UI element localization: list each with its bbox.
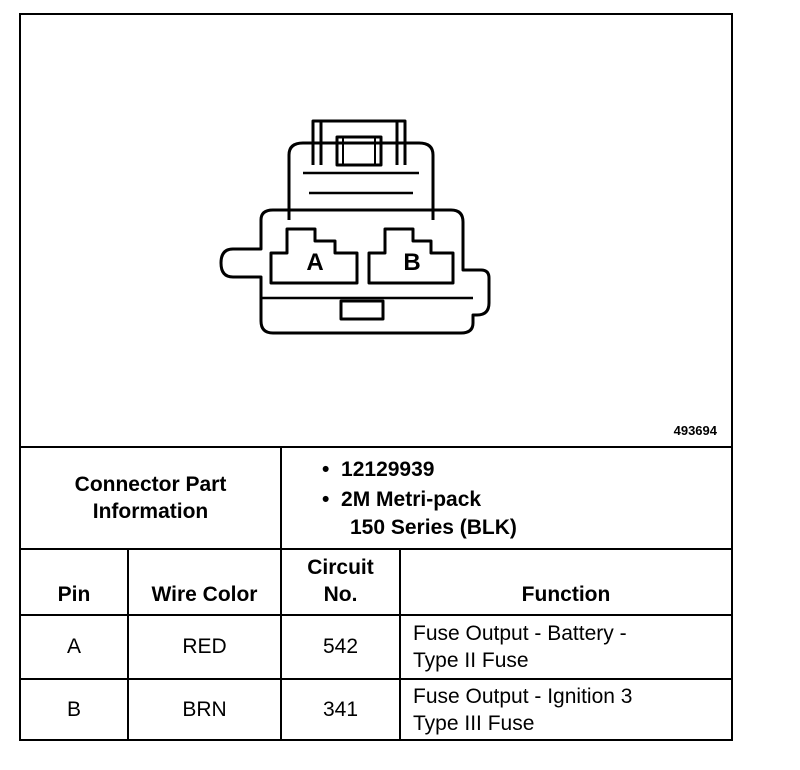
- row-wire-color: RED: [127, 614, 282, 680]
- table-row: A RED 542 Fuse Output - Battery - Type I…: [21, 614, 731, 680]
- row-pin: B: [21, 678, 129, 740]
- row-pin: A: [21, 614, 129, 680]
- pin-b-label: B: [403, 249, 420, 276]
- connector-part-info-row: Connector Part Information • 12129939 • …: [21, 446, 731, 550]
- column-header-row: Pin Wire Color Circuit No. Function: [21, 548, 731, 616]
- connector-part-info-values: • 12129939 • 2M Metri-pack 150 Series (B…: [280, 446, 731, 550]
- connector-illustration-area: A B 493694: [21, 15, 731, 446]
- row-function: Fuse Output - Ignition 3 Type III Fuse: [399, 678, 731, 740]
- row-function-line2: Type II Fuse: [413, 649, 529, 672]
- connector-part-info-label-line1: Connector Part: [74, 473, 227, 496]
- part-number-item: • 12129939: [322, 455, 731, 485]
- cavity-a: [269, 227, 359, 285]
- bullet-icon: •: [322, 458, 330, 481]
- part-number: 12129939: [341, 458, 435, 481]
- header-pin: Pin: [21, 548, 129, 616]
- header-function: Function: [399, 548, 731, 616]
- connector-series: 150 Series (BLK): [350, 516, 517, 539]
- pin-a-label: A: [306, 249, 323, 276]
- connector-body: [219, 208, 491, 335]
- row-circuit: 341: [280, 678, 401, 740]
- row-function-line2: Type III Fuse: [413, 712, 535, 735]
- bullet-icon: •: [322, 488, 330, 511]
- table-row: B BRN 341 Fuse Output - Ignition 3 Type …: [21, 678, 731, 740]
- figure-id: 493694: [673, 423, 717, 438]
- row-function-line1: Fuse Output - Ignition 3: [413, 685, 633, 708]
- latch-housing: [287, 141, 435, 220]
- row-function: Fuse Output - Battery - Type II Fuse: [399, 614, 731, 680]
- row-function-line1: Fuse Output - Battery -: [413, 622, 627, 645]
- connector-family: 2M Metri-pack: [341, 488, 482, 511]
- connector-diagram-frame: A B 493694 Connector Part Information • …: [19, 13, 733, 741]
- connector-illustration: A B: [219, 119, 491, 335]
- latch-tab: [311, 119, 407, 165]
- connector-part-info-label-line2: Information: [92, 500, 209, 523]
- connector-series-item: • 2M Metri-pack: [322, 485, 731, 515]
- row-wire-color: BRN: [127, 678, 282, 740]
- row-circuit: 542: [280, 614, 401, 680]
- latch-window: [335, 135, 383, 167]
- cavity-b: [367, 227, 455, 285]
- connector-part-info-label: Connector Part Information: [21, 446, 282, 550]
- bottom-release-slot: [339, 299, 385, 321]
- connector-pinout-table: Connector Part Information • 12129939 • …: [21, 446, 731, 740]
- header-circuit-no: Circuit No.: [280, 548, 401, 616]
- header-wire-color: Wire Color: [127, 548, 282, 616]
- header-circuit-line1: Circuit: [307, 556, 374, 579]
- header-circuit-line2: No.: [323, 583, 358, 606]
